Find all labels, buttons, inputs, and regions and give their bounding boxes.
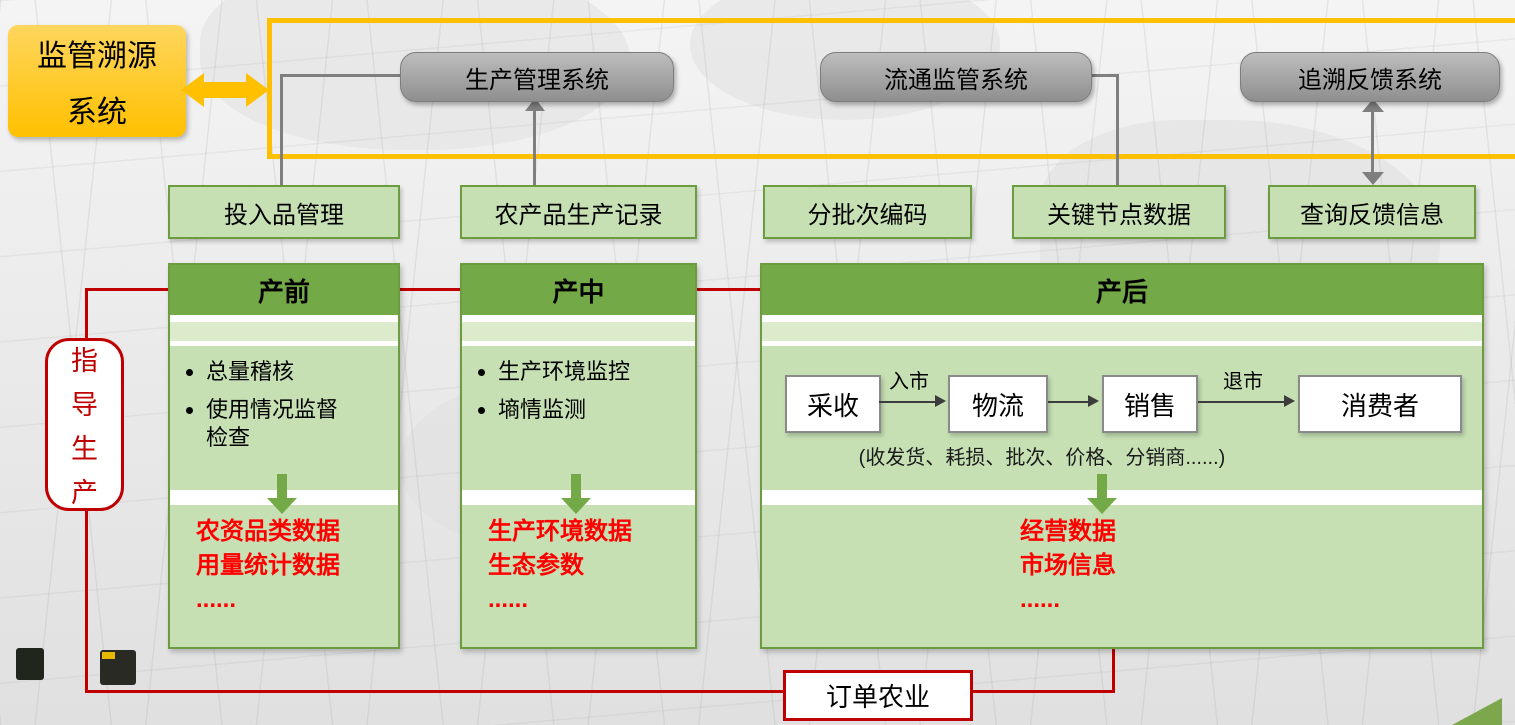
- arrowhead-right-icon: [935, 395, 946, 407]
- flow-node-consumer: 消费者: [1298, 375, 1462, 433]
- green-down-arrowhead-icon: [561, 498, 591, 514]
- green-down-arrow-icon: [277, 474, 287, 500]
- column-title: 产后: [762, 265, 1482, 315]
- data-line: 生产环境数据: [488, 518, 632, 545]
- connector-input-mgmt-horizontal: [280, 74, 402, 77]
- bullet-item: 总量稽核: [206, 358, 356, 387]
- red-connector-bottom-left: [85, 690, 787, 693]
- bullet-item: 墒情监测: [498, 396, 648, 425]
- flow-enter-market-label: 入市: [889, 371, 929, 393]
- column-strip: [462, 322, 695, 341]
- connector-input-mgmt-vertical: [280, 74, 283, 187]
- flow-arrow-line: [1048, 401, 1090, 403]
- red-connector-top: [85, 288, 762, 291]
- module-label: 分批次编码: [807, 201, 928, 229]
- double-arrow-icon: [181, 73, 269, 107]
- order-agriculture-box: 订单农业: [783, 670, 973, 721]
- bullet-item: 生产环境监控: [498, 358, 648, 387]
- data-line: 市场信息: [1020, 552, 1116, 580]
- green-down-arrowhead-icon: [1087, 498, 1117, 514]
- flow-node-sales: 销售: [1102, 375, 1198, 433]
- arrow-right-icon: [246, 73, 269, 107]
- circulation-supervision-system-box: 流通监管系统: [820, 52, 1092, 102]
- guide-production-box: 指 导 生 产: [45, 338, 124, 511]
- bullet-list: 总量稽核 使用情况监督检查: [170, 358, 398, 453]
- module-label: 关键节点数据: [1047, 201, 1191, 229]
- guide-char: 导: [71, 390, 98, 420]
- column-content: 生产环境监控 墒情监测: [462, 346, 695, 490]
- module-key-node-data: 关键节点数据: [1012, 185, 1226, 239]
- trace-feedback-system-box: 追溯反馈系统: [1240, 52, 1500, 102]
- connector-keynode-horizontal: [1092, 74, 1119, 77]
- module-label: 投入品管理: [224, 201, 344, 229]
- arrowhead-up-icon: [1362, 99, 1384, 112]
- system-frame: [267, 18, 1515, 159]
- guide-char: 产: [71, 478, 98, 508]
- system-label: 流通监管系统: [884, 66, 1028, 94]
- module-label: 农产品生产记录: [494, 201, 663, 229]
- flow-label: 物流: [971, 390, 1024, 421]
- red-connector-postharvest: [1112, 646, 1115, 693]
- module-production-record: 农产品生产记录: [460, 185, 697, 239]
- red-connector-bottom-right: [965, 690, 1115, 693]
- bullet-list: 生产环境监控 墒情监测: [462, 358, 695, 424]
- column-title: 产中: [462, 265, 695, 315]
- column-strip: [762, 322, 1482, 341]
- data-line: ......: [196, 586, 237, 614]
- arrow-bar: [204, 82, 246, 98]
- module-query-feedback: 查询反馈信息: [1268, 185, 1476, 239]
- system-label: 生产管理系统: [465, 66, 609, 94]
- data-line: 用量统计数据: [196, 552, 340, 580]
- green-down-arrow-icon: [1097, 474, 1107, 500]
- flow-arrow-line: [1198, 401, 1286, 403]
- artifact-chip: [102, 652, 115, 659]
- module-input-management: 投入品管理: [168, 185, 400, 239]
- data-line: 经营数据: [1020, 518, 1116, 545]
- flow-label: 销售: [1123, 390, 1176, 421]
- column-data-output: 农资品类数据 用量统计数据 ......: [170, 505, 398, 647]
- guide-char: 指: [71, 346, 98, 376]
- data-line: 农资品类数据: [196, 518, 340, 545]
- bullet-item: 使用情况监督检查: [206, 396, 356, 453]
- artifact-thumbnail: [16, 648, 44, 680]
- flow-exit-market-label: 退市: [1223, 371, 1263, 393]
- flow-label: 采收: [806, 390, 859, 421]
- flow-node-logistics: 物流: [948, 375, 1048, 433]
- column-pre-production: 产前 总量稽核 使用情况监督检查 农资品类数据 用量统计数据 ......: [168, 263, 400, 649]
- column-mid-production: 产中 生产环境监控 墒情监测 生产环境数据 生态参数 ......: [460, 263, 697, 649]
- order-label: 订单农业: [825, 682, 930, 712]
- supervision-traceability-system-box: 监管溯源 系统: [8, 25, 186, 137]
- data-line: ......: [488, 586, 529, 614]
- artifact-corner-shape: [1452, 698, 1502, 725]
- module-batch-coding: 分批次编码: [763, 185, 972, 239]
- flow-arrow-line: [879, 401, 937, 403]
- column-strip: [170, 322, 398, 341]
- column-data-output: 经营数据 市场信息 ......: [762, 505, 1482, 647]
- module-label: 查询反馈信息: [1300, 201, 1444, 229]
- source-system-line1: 监管溯源: [37, 40, 157, 73]
- green-down-arrowhead-icon: [267, 498, 297, 514]
- connector-feedback-line: [1371, 110, 1374, 174]
- source-system-line2: 系统: [67, 96, 127, 129]
- column-title: 产前: [170, 265, 398, 315]
- data-line: 生态参数: [488, 552, 584, 580]
- artifact-thumbnail: [100, 650, 136, 685]
- system-label: 追溯反馈系统: [1298, 66, 1442, 94]
- guide-char: 生: [71, 434, 98, 464]
- column-data-output: 生产环境数据 生态参数 ......: [462, 505, 695, 647]
- column-post-production: 产后 采收 入市 物流 销售 退市 消费者 (收发货、耗损、批次、价格、分销商.…: [760, 263, 1484, 649]
- arrowhead-right-icon: [1284, 395, 1295, 407]
- column-content: 总量稽核 使用情况监督检查: [170, 346, 398, 490]
- connector-keynode-vertical: [1116, 74, 1119, 187]
- green-down-arrow-icon: [571, 474, 581, 500]
- arrow-left-icon: [181, 73, 204, 107]
- flow-note: (收发货、耗损、批次、价格、分销商......): [858, 447, 1226, 469]
- production-management-system-box: 生产管理系统: [400, 52, 674, 102]
- connector-production-record-line: [533, 109, 536, 187]
- flow-node-harvest: 采收: [785, 375, 881, 433]
- arrowhead-right-icon: [1088, 395, 1099, 407]
- arrowhead-down-icon: [1362, 172, 1384, 185]
- data-line: ......: [1020, 586, 1061, 614]
- flow-label: 消费者: [1340, 390, 1419, 421]
